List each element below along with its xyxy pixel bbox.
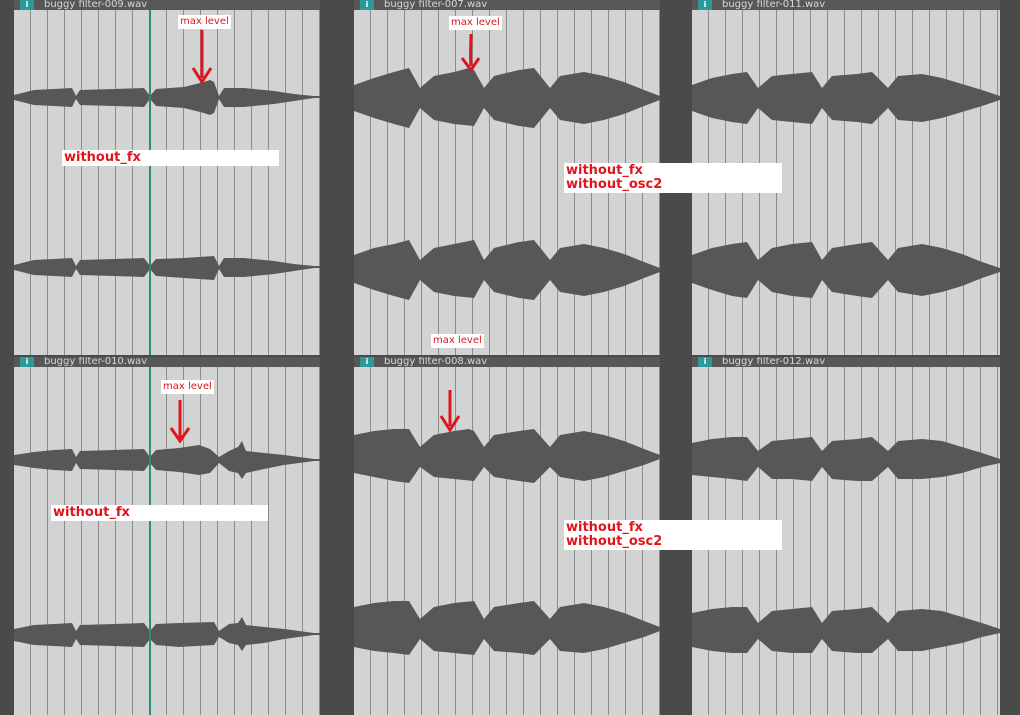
- annotation-without-fx: without_fx: [62, 150, 279, 166]
- clip-name: buggy filter-009.wav: [44, 0, 148, 10]
- red-arrow-icon: [439, 390, 461, 433]
- max-level-label: max level: [431, 334, 484, 348]
- clip-name: buggy filter-008.wav: [384, 357, 488, 367]
- clip-name: buggy filter-011.wav: [722, 0, 826, 10]
- annotation-without-fx-osc2: without_fx without_osc2: [564, 163, 782, 193]
- audio-clip-008[interactable]: i buggy filter-008.wav: [354, 357, 660, 715]
- audio-clip-009[interactable]: i buggy filter-009.wav: [14, 0, 320, 355]
- audio-clip-010[interactable]: i buggy filter-010.wav: [14, 357, 320, 715]
- clip-name: buggy filter-012.wav: [722, 357, 826, 367]
- clip-info-icon[interactable]: i: [360, 0, 374, 10]
- clip-name: buggy filter-007.wav: [384, 0, 488, 10]
- clip-info-icon[interactable]: i: [698, 0, 712, 10]
- clip-header[interactable]: i buggy filter-010.wav: [14, 357, 320, 367]
- clip-info-icon[interactable]: i: [20, 357, 34, 367]
- clip-name: buggy filter-010.wav: [44, 357, 148, 367]
- annotation-without-fx: without_fx: [51, 505, 268, 521]
- red-arrow-icon: [191, 30, 213, 85]
- max-level-label: max level: [178, 15, 231, 29]
- clip-info-icon[interactable]: i: [360, 357, 374, 367]
- waveform: [14, 80, 320, 280]
- waveform: [692, 437, 1000, 653]
- beat-grid: [14, 367, 320, 715]
- red-arrow-icon: [169, 400, 191, 444]
- clip-header[interactable]: i buggy filter-012.wav: [692, 357, 1000, 367]
- clip-header[interactable]: i buggy filter-009.wav: [14, 0, 320, 10]
- waveform: [14, 441, 320, 651]
- clip-info-icon[interactable]: i: [698, 357, 712, 367]
- playhead[interactable]: [149, 10, 151, 355]
- clip-header[interactable]: i buggy filter-011.wav: [692, 0, 1000, 10]
- beat-grid: [14, 10, 320, 355]
- playhead[interactable]: [149, 367, 151, 715]
- red-arrow-icon: [460, 33, 481, 73]
- clip-info-icon[interactable]: i: [20, 0, 34, 10]
- waveform: [354, 429, 660, 655]
- waveform: [354, 68, 660, 300]
- audio-clip-011[interactable]: i buggy filter-011.wav: [692, 0, 1000, 355]
- clip-header[interactable]: i buggy filter-007.wav: [354, 0, 660, 10]
- max-level-label: max level: [161, 380, 214, 394]
- clip-header[interactable]: i buggy filter-008.wav: [354, 357, 660, 367]
- max-level-label: max level: [449, 16, 502, 30]
- audio-clip-012[interactable]: i buggy filter-012.wav: [692, 357, 1000, 715]
- annotation-without-fx-osc2: without_fx without_osc2: [564, 520, 782, 550]
- waveform: [692, 72, 1000, 298]
